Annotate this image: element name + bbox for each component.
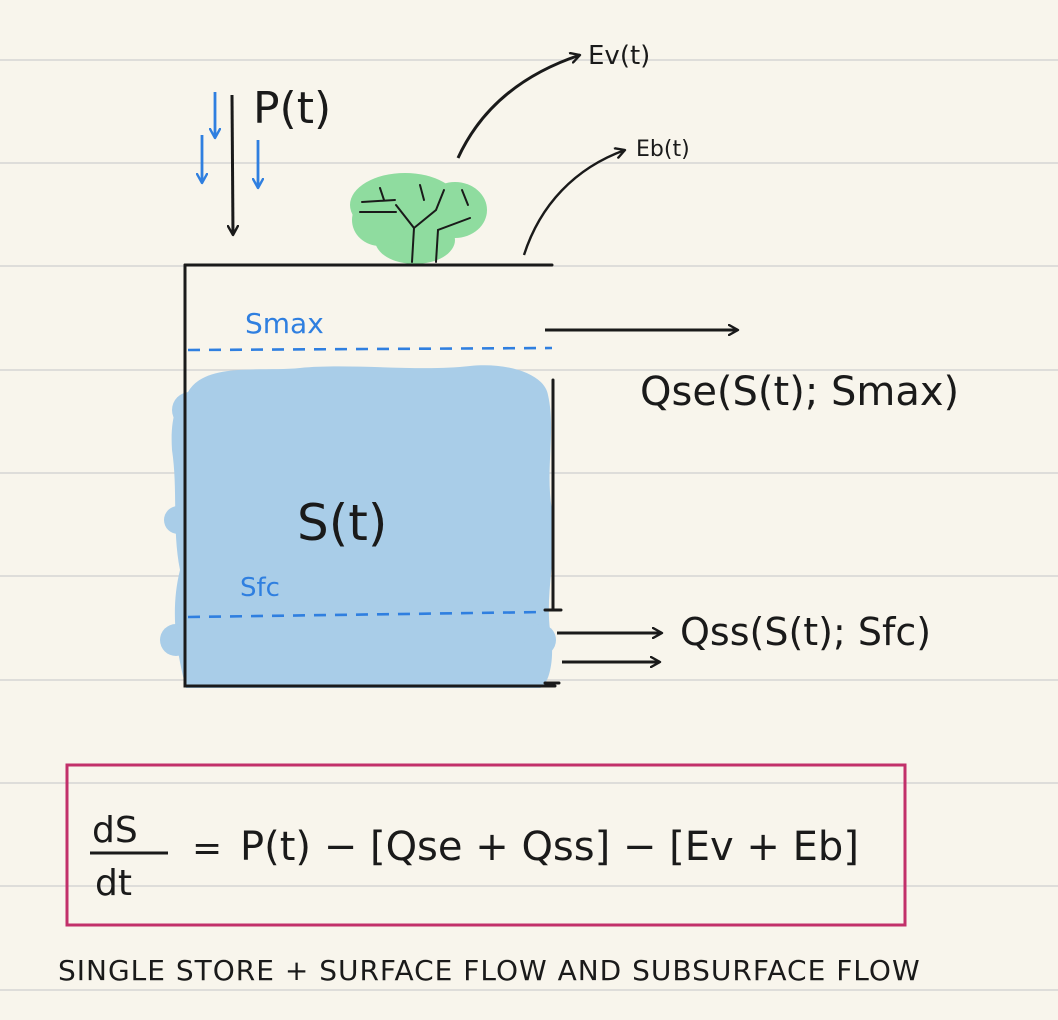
sfc-threshold-line (187, 610, 546, 619)
equation-lhs-numerator: dS (92, 810, 138, 851)
storage-label: S(t) (297, 494, 387, 552)
sfc-label: Sfc (240, 573, 280, 603)
subsurface-flow-label: Qss(S(t); Sfc) (680, 610, 931, 654)
equation-rhs: P(t) − [Qse + Qss] − [Ev + Eb] (240, 824, 859, 870)
precip-label: P(t) (253, 83, 331, 134)
evap-bare-label: Eb(t) (636, 137, 690, 162)
surface-flow-label: Qse(S(t); Smax) (640, 369, 959, 415)
store-container (183, 263, 563, 688)
precipitation-arrows (202, 92, 258, 235)
equation-box (65, 763, 907, 927)
smax-threshold-line (187, 346, 553, 352)
equation-equals: = (192, 828, 222, 869)
precip-arrow-black (232, 94, 233, 235)
container-left-and-bottom (183, 263, 557, 688)
diagram-caption: SINGLE STORE + SURFACE FLOW AND SUBSURFA… (58, 954, 921, 987)
water-storage (160, 365, 556, 688)
evap-veg-label: Ev(t) (588, 41, 650, 71)
vegetation-bush (350, 173, 487, 264)
smax-label: Smax (245, 307, 324, 340)
equation-lhs-denominator: dt (95, 863, 132, 904)
evap-bare-arrow (522, 150, 625, 256)
tree-branches (359, 184, 471, 263)
evap-veg-arrow (456, 55, 580, 159)
